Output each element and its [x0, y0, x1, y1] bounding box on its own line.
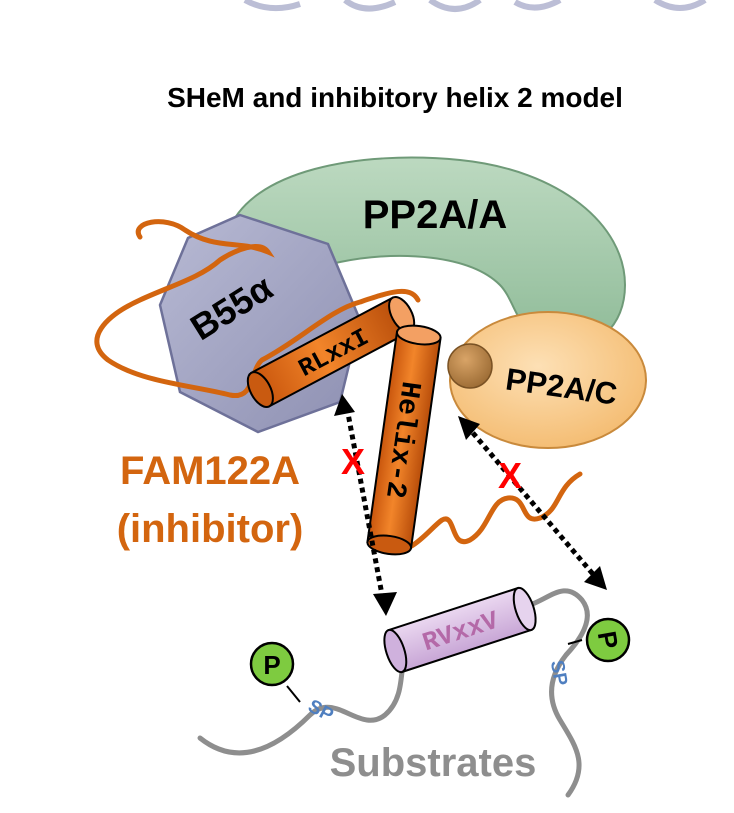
- phospho-left-label: P: [263, 650, 280, 680]
- blocked-arrow-c-head-bottom: [584, 566, 607, 590]
- sp-left-label: SP: [304, 696, 337, 727]
- substrate-strand-right: [527, 588, 590, 798]
- substrate-strand-left: [197, 645, 408, 756]
- rvxxv-motif-helix: RVxxV: [383, 586, 537, 674]
- substrates-label: Substrates: [330, 741, 537, 785]
- phospho-link-left: [286, 685, 301, 703]
- blocked-arrow-c-head-top: [458, 416, 480, 440]
- diagram-title: SHeM and inhibitory helix 2 model: [167, 82, 623, 113]
- inhibitor-label: (inhibitor): [117, 507, 304, 551]
- blocked-arrow-b55-head-bottom: [373, 592, 397, 616]
- top-structure-remnant: [243, 0, 707, 12]
- active-site-ball: [447, 343, 493, 389]
- blocked-mark-left: X: [341, 441, 365, 482]
- fam122a-label: FAM122A: [120, 449, 300, 493]
- sp-right-label: SP: [546, 659, 571, 688]
- blocked-arrow-b55: [344, 407, 386, 601]
- fam122a-strand: [94, 219, 421, 398]
- pp2a-a-label: PP2A/A: [363, 193, 508, 237]
- helix-2-cylinder: Helix-2: [366, 324, 442, 556]
- phospho-site-left: [249, 641, 295, 687]
- blocked-mark-right: X: [498, 455, 522, 496]
- phospho-link-right: [567, 639, 583, 645]
- blocked-arrow-pp2a-c: [465, 424, 600, 582]
- blocked-arrow-b55-head-top: [334, 394, 355, 416]
- phospho-right-label: P: [592, 629, 625, 651]
- phospho-site-right: [585, 617, 631, 663]
- pp2a-c-subunit: [449, 311, 647, 449]
